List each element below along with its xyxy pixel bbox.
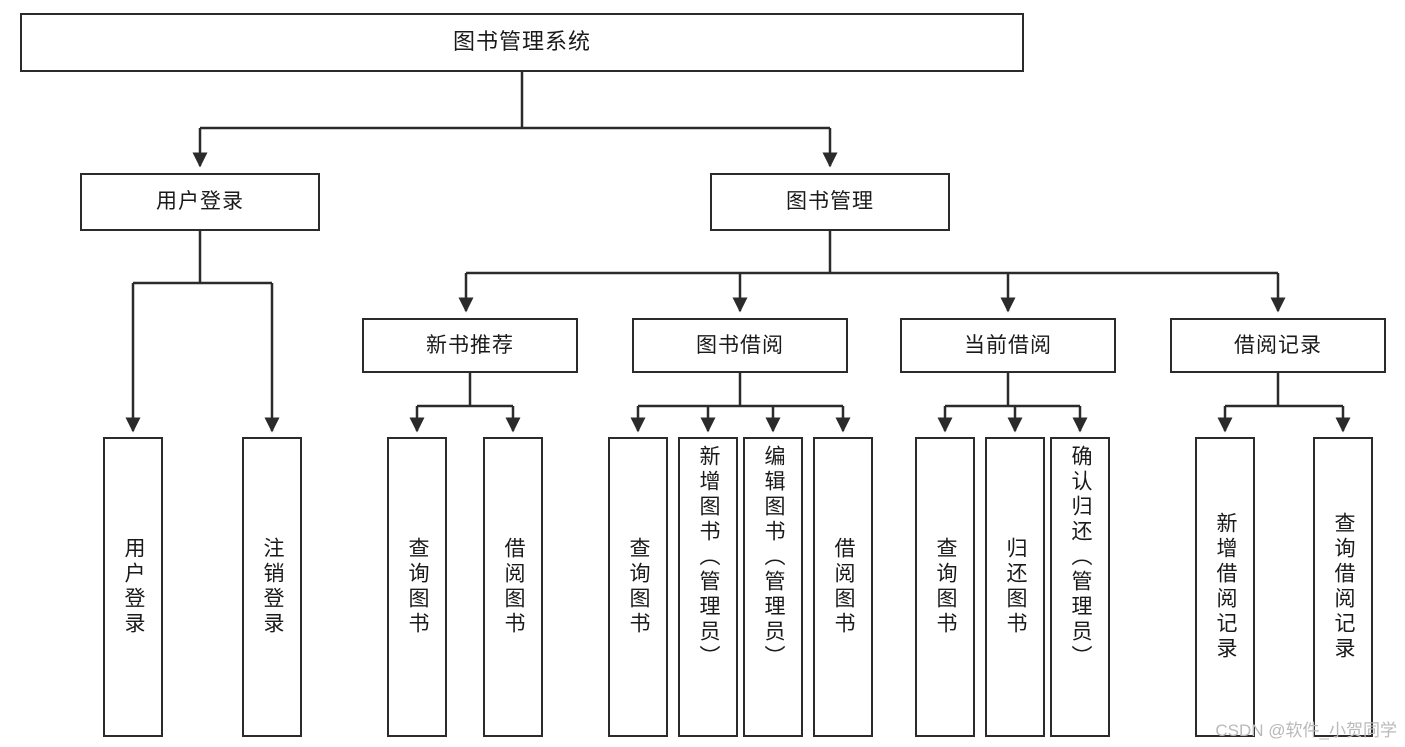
node-leaf-add-book[interactable]: 新增图书（管理员） xyxy=(678,437,738,737)
node-book-management[interactable]: 图书管理 xyxy=(710,173,950,231)
node-label: 查询图书 xyxy=(627,537,651,637)
node-label: 注销登录 xyxy=(261,537,285,637)
node-leaf-confirm-return[interactable]: 确认归还（管理员） xyxy=(1050,437,1110,737)
node-book-borrow[interactable]: 图书借阅 xyxy=(632,318,848,373)
node-label: 查询借阅记录 xyxy=(1332,512,1356,662)
node-label: 图书借阅 xyxy=(696,333,784,357)
node-leaf-query-book-1[interactable]: 查询图书 xyxy=(387,437,447,737)
node-label: 借阅记录 xyxy=(1234,333,1322,357)
node-label: 借阅图书 xyxy=(502,537,526,637)
node-label: 图书管理系统 xyxy=(452,29,591,55)
node-leaf-query-book-2[interactable]: 查询图书 xyxy=(608,437,668,737)
csdn-watermark: CSDN @软件_小贺同学 xyxy=(1215,721,1397,740)
node-leaf-borrow-book-1[interactable]: 借阅图书 xyxy=(483,437,543,737)
node-leaf-user-login[interactable]: 用户登录 xyxy=(103,437,163,737)
node-leaf-query-book-3[interactable]: 查询图书 xyxy=(915,437,975,737)
node-leaf-return-book[interactable]: 归还图书 xyxy=(985,437,1045,737)
node-label: 新书推荐 xyxy=(426,333,514,357)
node-leaf-borrow-book-2[interactable]: 借阅图书 xyxy=(813,437,873,737)
node-leaf-query-record[interactable]: 查询借阅记录 xyxy=(1313,437,1373,737)
node-label: 归还图书 xyxy=(1004,537,1028,637)
node-label: 借阅图书 xyxy=(832,537,856,637)
node-label: 用户登录 xyxy=(122,537,146,637)
node-label: 用户登录 xyxy=(156,190,244,214)
node-leaf-logout-login[interactable]: 注销登录 xyxy=(242,437,302,737)
node-current-borrow[interactable]: 当前借阅 xyxy=(900,318,1116,373)
node-user-login[interactable]: 用户登录 xyxy=(80,173,320,231)
node-label: 查询图书 xyxy=(934,537,958,637)
node-label: 图书管理 xyxy=(786,190,874,214)
node-leaf-edit-book[interactable]: 编辑图书（管理员） xyxy=(743,437,803,737)
node-label: 编辑图书（管理员） xyxy=(762,445,786,670)
node-new-book-recommend[interactable]: 新书推荐 xyxy=(362,318,578,373)
node-label: 新增图书（管理员） xyxy=(697,445,721,670)
node-label: 新增借阅记录 xyxy=(1214,512,1238,662)
node-borrow-record[interactable]: 借阅记录 xyxy=(1170,318,1386,373)
node-label: 查询图书 xyxy=(406,537,430,637)
node-label: 当前借阅 xyxy=(964,333,1052,357)
node-root-system[interactable]: 图书管理系统 xyxy=(20,13,1024,72)
node-leaf-add-record[interactable]: 新增借阅记录 xyxy=(1195,437,1255,737)
node-label: 确认归还（管理员） xyxy=(1069,445,1093,670)
